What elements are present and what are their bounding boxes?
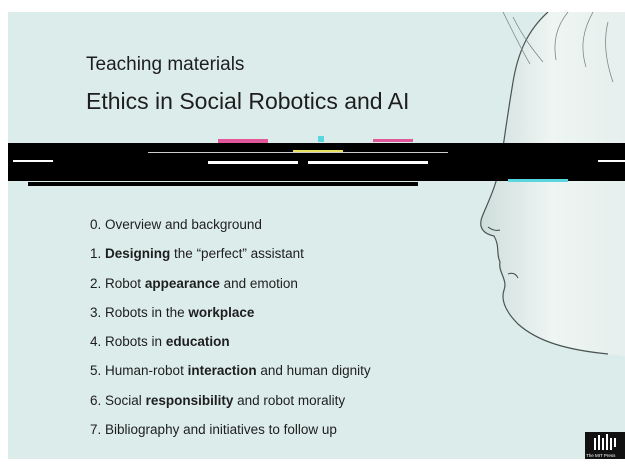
mit-press-logo: The MIT Press — [585, 432, 625, 459]
topic-list: 0. Overview and background 1. Designing … — [90, 216, 371, 450]
topic-item-5: 5. Human-robot interaction and human dig… — [90, 363, 371, 379]
topic-item-2: 2. Robot appearance and emotion — [90, 275, 298, 291]
slide-panel: Teaching materials Ethics in Social Robo… — [8, 12, 625, 459]
topic-item-0: 0. Overview and background — [90, 217, 262, 232]
topic-item-7: 7. Bibliography and initiatives to follo… — [90, 422, 337, 438]
slide-subtitle: Teaching materials — [86, 54, 245, 75]
logo-text: The MIT Press — [586, 453, 616, 458]
topic-item-4: 4. Robots in education — [90, 334, 230, 350]
topic-item-3: 3. Robots in the workplace — [90, 304, 255, 320]
mit-press-logo-icon — [594, 434, 616, 450]
slide-title: Ethics in Social Robotics and AI — [86, 88, 410, 114]
topic-item-6: 6. Social responsibility and robot moral… — [90, 392, 346, 408]
topic-item-1: 1. Designing the “perfect” assistant — [90, 246, 304, 262]
